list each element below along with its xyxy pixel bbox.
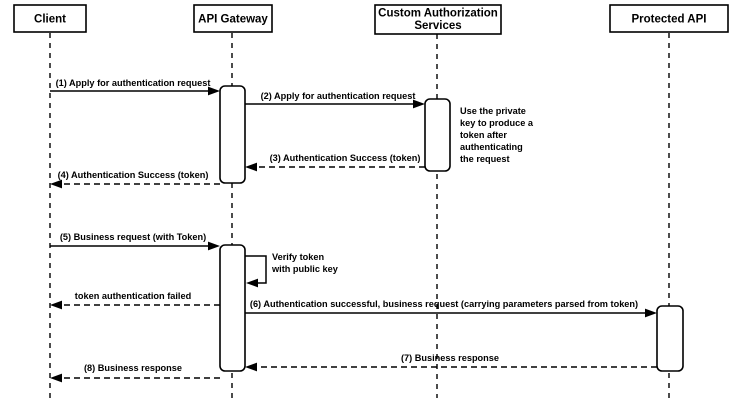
message-self-verify-token[interactable]: Verify token with public key bbox=[245, 252, 339, 288]
message-8-arrowhead bbox=[50, 373, 62, 383]
note-line-4: authenticating bbox=[460, 142, 523, 152]
message-self-line bbox=[245, 255, 267, 284]
participant-label-api-gateway: API Gateway bbox=[198, 14, 268, 26]
message-5-business-request-with-token[interactable]: (5) Business request (with Token) bbox=[50, 232, 220, 251]
note-line-3: token after bbox=[460, 130, 507, 140]
message-6-label: (6) Authentication successful, business … bbox=[250, 299, 638, 309]
activation-custom-auth-service[interactable] bbox=[424, 98, 451, 172]
note-use-private-key: Use the private key to produce a token a… bbox=[460, 106, 534, 164]
message-2-apply-for-authentication-request[interactable]: (2) Apply for authentication request bbox=[245, 91, 425, 109]
message-5-arrowhead bbox=[208, 241, 220, 251]
message-3-authentication-success-token[interactable]: (3) Authentication Success (token) bbox=[245, 153, 425, 172]
activation-protected-api[interactable] bbox=[656, 305, 684, 372]
participant-label-custom-authorization-services-line1: Custom Authorization bbox=[378, 8, 498, 20]
message-4-authentication-success-token[interactable]: (4) Authentication Success (token) bbox=[50, 170, 220, 189]
participant-box-protected-api[interactable] bbox=[609, 4, 729, 33]
activation-bars-group bbox=[219, 85, 684, 372]
message-5-label: (5) Business request (with Token) bbox=[60, 232, 206, 242]
message-6-authentication-successful-business-request[interactable]: (6) Authentication successful, business … bbox=[245, 299, 657, 318]
activation-api-gateway-business[interactable] bbox=[219, 244, 246, 372]
message-8-business-response[interactable]: (8) Business response bbox=[50, 363, 220, 383]
participant-box-api-gateway[interactable] bbox=[193, 4, 273, 33]
participant-protected-api[interactable]: Protected API bbox=[609, 4, 729, 33]
message-6-arrowhead bbox=[645, 308, 657, 318]
participant-box-client[interactable] bbox=[13, 4, 87, 33]
message-self-label-line1: Verify token bbox=[272, 252, 324, 262]
participant-custom-authorization-services[interactable]: Custom Authorization Services bbox=[374, 4, 502, 35]
message-7-label: (7) Business response bbox=[401, 353, 499, 363]
participant-label-custom-authorization-services-line2: Services bbox=[414, 20, 461, 32]
message-8-label: (8) Business response bbox=[84, 363, 182, 373]
message-1-apply-for-authentication-request[interactable]: (1) Apply for authentication request bbox=[50, 78, 220, 96]
note-line-2: key to produce a bbox=[460, 118, 534, 128]
note-line-1: Use the private bbox=[460, 106, 526, 116]
message-3-label: (3) Authentication Success (token) bbox=[270, 153, 421, 163]
message-2-arrowhead bbox=[413, 99, 425, 109]
note-line-5: the request bbox=[460, 154, 510, 164]
message-token-authentication-failed[interactable]: token authentication failed bbox=[50, 291, 220, 310]
participant-client[interactable]: Client bbox=[13, 4, 87, 33]
message-self-arrowhead bbox=[246, 278, 258, 288]
message-7-arrowhead bbox=[245, 362, 257, 372]
message-self-label-line2: with public key bbox=[271, 264, 339, 274]
message-7-business-response[interactable]: (7) Business response bbox=[245, 353, 657, 372]
participant-box-custom-authorization-services[interactable] bbox=[374, 4, 502, 35]
message-2-label: (2) Apply for authentication request bbox=[261, 91, 416, 101]
message-token-authentication-failed-arrowhead bbox=[50, 300, 62, 310]
message-token-authentication-failed-label: token authentication failed bbox=[75, 291, 191, 301]
message-3-arrowhead bbox=[245, 162, 257, 172]
message-4-label: (4) Authentication Success (token) bbox=[58, 170, 209, 180]
message-4-arrowhead bbox=[50, 179, 62, 189]
participant-label-client: Client bbox=[34, 14, 66, 26]
participant-label-protected-api: Protected API bbox=[632, 14, 707, 26]
message-1-label: (1) Apply for authentication request bbox=[56, 78, 211, 88]
activation-api-gateway-auth[interactable] bbox=[219, 85, 246, 184]
participant-api-gateway[interactable]: API Gateway bbox=[193, 4, 273, 33]
message-1-arrowhead bbox=[208, 86, 220, 96]
